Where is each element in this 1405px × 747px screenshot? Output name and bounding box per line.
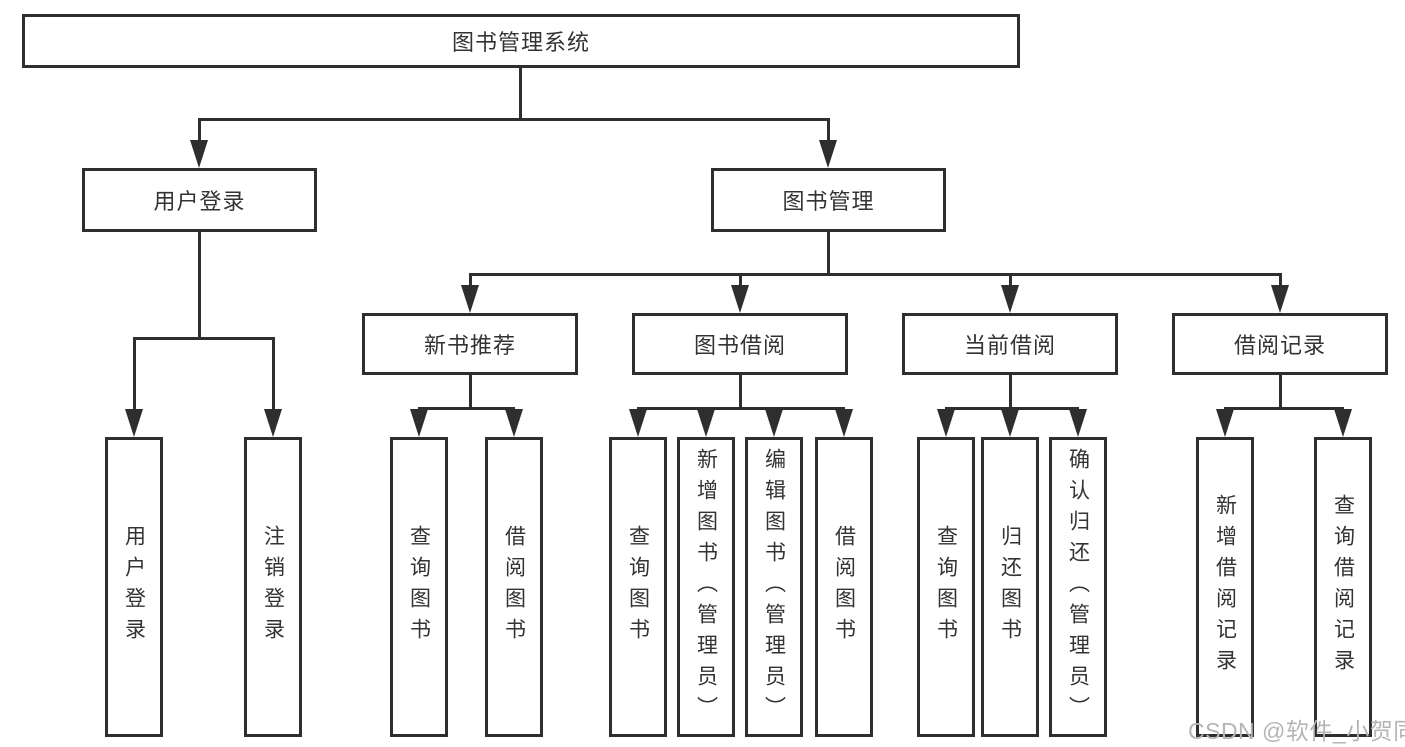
connector-line [945, 407, 1079, 410]
node-leaf-query-books-borrowing: 查询图书 [609, 437, 667, 737]
connector-line [272, 337, 275, 412]
connector-line [827, 232, 830, 273]
connector-line [198, 118, 201, 145]
node-label: 查询图书 [626, 525, 650, 649]
node-label: 新书推荐 [423, 333, 516, 358]
node-label: 注销登录 [261, 525, 285, 649]
connector-line [418, 407, 515, 410]
arrow-down [410, 409, 428, 437]
connector-line [469, 375, 472, 407]
connector-line [1009, 273, 1012, 288]
node-leaf-query-books-recommend: 查询图书 [390, 437, 448, 737]
node-book-borrowing: 图书借阅 [632, 313, 848, 375]
node-leaf-logout: 注销登录 [244, 437, 302, 737]
connector-line [827, 118, 830, 145]
connector-line [739, 273, 742, 288]
node-book-management: 图书管理 [711, 168, 946, 232]
connector-line [133, 337, 136, 412]
arrow-down [1216, 409, 1234, 437]
arrow-down [731, 285, 749, 313]
arrow-down [190, 140, 208, 168]
connector-line [133, 337, 274, 340]
arrow-down [937, 409, 955, 437]
connector-line [198, 118, 830, 121]
node-label: 借阅图书 [832, 525, 856, 649]
node-leaf-confirm-return-admin: 确认归还（管理员） [1049, 437, 1107, 737]
connector-line [469, 273, 1282, 276]
arrow-down [125, 409, 143, 437]
node-leaf-borrow-books: 借阅图书 [815, 437, 873, 737]
node-label: 用户登录 [153, 189, 246, 214]
node-label: 查询借阅记录 [1331, 494, 1355, 680]
arrow-down [1001, 285, 1019, 313]
node-current-borrowing: 当前借阅 [902, 313, 1118, 375]
arrow-down [1001, 409, 1019, 437]
node-leaf-return-books: 归还图书 [981, 437, 1039, 737]
connector-line [637, 407, 845, 410]
node-label: 查询图书 [407, 525, 431, 649]
node-label: 归还图书 [998, 525, 1022, 649]
node-root-library-system: 图书管理系统 [22, 14, 1020, 68]
node-label: 用户登录 [122, 525, 146, 649]
node-label: 查询图书 [934, 525, 958, 649]
node-leaf-edit-books-admin: 编辑图书（管理员） [745, 437, 803, 737]
node-borrow-records: 借阅记录 [1172, 313, 1388, 375]
arrow-down [1069, 409, 1087, 437]
arrow-down [765, 409, 783, 437]
node-leaf-borrow-books-recommend: 借阅图书 [485, 437, 543, 737]
node-label: 图书管理 [782, 189, 875, 214]
arrow-down [819, 140, 837, 168]
arrow-down [1334, 409, 1352, 437]
node-new-book-recommend: 新书推荐 [362, 313, 578, 375]
arrow-down [835, 409, 853, 437]
node-leaf-query-books-current: 查询图书 [917, 437, 975, 737]
connector-line [739, 375, 742, 407]
node-label: 借阅图书 [502, 525, 526, 649]
node-leaf-query-borrow-record: 查询借阅记录 [1314, 437, 1372, 737]
node-label: 图书管理系统 [451, 30, 590, 55]
node-label: 借阅记录 [1233, 333, 1326, 358]
arrow-down [461, 285, 479, 313]
node-label: 图书借阅 [693, 333, 786, 358]
node-user-login: 用户登录 [82, 168, 317, 232]
connector-line [1279, 273, 1282, 288]
node-leaf-add-borrow-record: 新增借阅记录 [1196, 437, 1254, 737]
node-label: 当前借阅 [963, 333, 1056, 358]
node-label: 确认归还（管理员） [1066, 447, 1090, 727]
arrow-down [505, 409, 523, 437]
arrow-down [264, 409, 282, 437]
arrow-down [1271, 285, 1289, 313]
node-label: 新增借阅记录 [1213, 494, 1237, 680]
arrow-down [629, 409, 647, 437]
node-label: 新增图书（管理员） [694, 447, 718, 727]
connector-line [1279, 375, 1282, 407]
connector-line [1224, 407, 1344, 410]
connector-line [519, 68, 522, 118]
arrow-down [697, 409, 715, 437]
connector-line [198, 232, 201, 337]
connector-line [469, 273, 472, 288]
node-leaf-user-login: 用户登录 [105, 437, 163, 737]
node-leaf-add-books-admin: 新增图书（管理员） [677, 437, 735, 737]
connector-line [1009, 375, 1012, 407]
csdn-watermark: CSDN @软件_小贺同学 [1188, 718, 1405, 744]
node-label: 编辑图书（管理员） [762, 447, 786, 727]
